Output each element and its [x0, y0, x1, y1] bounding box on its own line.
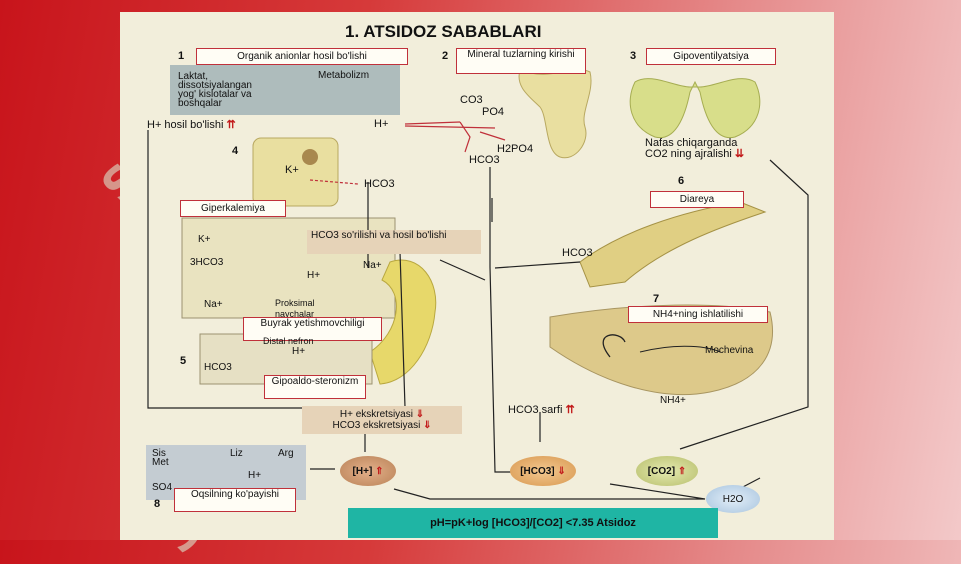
section-5-label: Gipoaldo-steronizm — [264, 375, 366, 399]
na-text-right: Na+ — [363, 260, 382, 271]
po4-text: PO4 — [482, 106, 505, 118]
diagram-title: 1. ATSIDOZ SABABLARI — [345, 22, 542, 41]
section-1-label: Organik anionlar hosil bo'lishi — [196, 48, 408, 65]
section-6-label: Diareya — [650, 191, 744, 208]
kidney-illustration — [369, 259, 437, 385]
distal-text: Distal nefron — [263, 336, 314, 346]
h-plus-text-tubule: H+ — [307, 270, 321, 281]
proksimal-text: Proksimal naychalar — [275, 298, 315, 319]
section-5-number: 5 — [180, 355, 187, 367]
h2po4-text: H2PO4 — [497, 143, 534, 155]
h-concentration-node: [H+] ⇑ — [340, 456, 396, 486]
lungs-illustration — [629, 78, 761, 139]
section-2-number: 2 — [442, 50, 449, 62]
three-hco3-text: 3HCO3 — [190, 257, 224, 268]
hco3-reabsorption-label: HCO3 so'rilishi va hosil bo'lishi — [307, 230, 481, 254]
section-4-number: 4 — [232, 145, 239, 157]
arg-text: Arg — [278, 448, 294, 459]
section-8-label: Oqsilning ko'payishi — [174, 488, 296, 512]
hco3-text-top: HCO3 — [469, 154, 500, 166]
mochevina-text: Mochevina — [705, 345, 754, 356]
section-4-label: Giperkalemiya — [180, 200, 286, 217]
so4-text: SO4 — [152, 482, 173, 493]
section-1-number: 1 — [178, 50, 185, 62]
h-plus-text-distal: H+ — [292, 346, 306, 357]
ph-formula: pH=pK+log [HCO3]/[CO2] <7.35 Atsidoz — [348, 508, 718, 538]
diagram-sheet: 1. ATSIDOZ SABABLARI 1 Organik anionlar … — [120, 12, 834, 540]
met-text: Met — [152, 457, 169, 468]
hco3-concentration-node: [HCO3] ⇓ — [510, 456, 576, 486]
section-8-number: 8 — [154, 498, 161, 510]
section-3-number: 3 — [630, 50, 637, 62]
excretion-label: H+ ekskretsiyasi ⇓ HCO3 ekskretsiyasi ⇓ — [302, 406, 462, 434]
hco3-text-intestine: HCO3 — [562, 247, 593, 259]
intestine-illustration — [579, 201, 767, 288]
hco3-text-cell: HCO3 — [364, 178, 395, 190]
section-7-number: 7 — [653, 293, 660, 305]
hco3-text-distal: HCO3 — [204, 362, 232, 373]
h-hosil-text: H+ hosil bo'lishi ⇈ — [147, 119, 236, 131]
k-plus-text-cell: K+ — [285, 164, 299, 176]
hco3-sarfi-text: HCO3 sarfi ⇈ — [508, 404, 575, 416]
dissots-text: dissotsiyalangan — [178, 80, 252, 91]
sis-text: Sis — [152, 448, 166, 459]
section-3-label: Gipoventilyatsiya — [646, 48, 776, 65]
h-plus-text: H+ — [374, 118, 389, 130]
na-text-bottom: Na+ — [204, 299, 223, 310]
h-plus-text-amino: H+ — [248, 470, 262, 481]
laktat-text: Laktat, — [178, 71, 209, 82]
nafas2-text: CO2 ning ajralishi ⇊ — [645, 148, 745, 160]
nh4-text: NH4+ — [660, 395, 686, 406]
co2-concentration-node: [CO2] ⇑ — [636, 456, 698, 486]
diagram-illustrations — [147, 69, 809, 500]
liz-text: Liz — [230, 448, 243, 459]
co3-text: CO3 — [460, 94, 483, 106]
section-6-number: 6 — [678, 175, 685, 187]
section-7-label: NH4+ning ishlatilishi — [628, 306, 768, 323]
kidney-failure-label: Buyrak yetishmovchiligi — [243, 317, 382, 341]
metabolizm-text: Metabolizm — [318, 70, 370, 81]
nafas1-text: Nafas chiqarganda — [645, 137, 738, 149]
section-2-label: Mineral tuzlarning kirishi — [456, 48, 586, 74]
metabolism-panel — [170, 65, 400, 115]
boshqalar-text: boshqalar — [178, 98, 222, 109]
yog-text: yog' kislotalar va — [178, 89, 252, 100]
k-plus-text-tubule: K+ — [198, 234, 211, 245]
liver-illustration — [549, 304, 773, 395]
